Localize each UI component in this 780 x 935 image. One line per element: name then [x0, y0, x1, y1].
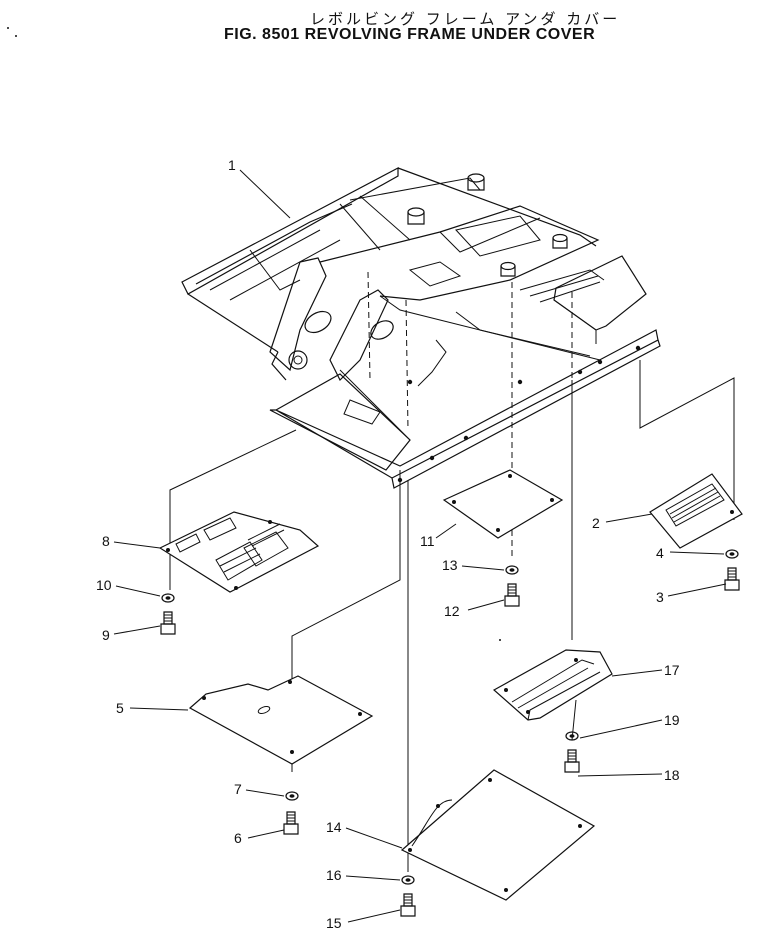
callout-15: 15: [326, 915, 342, 930]
callout-7: 7: [234, 781, 242, 797]
callout-5: 5: [116, 700, 124, 716]
callout-leaders: [113, 169, 727, 923]
callout-18: 18: [664, 767, 680, 783]
part-3-bolt: [724, 567, 740, 591]
title-japanese: レボルビング フレーム アンダ カバー: [310, 10, 621, 28]
part-16-washer: [401, 875, 415, 885]
part-11-cover-plate: [442, 469, 564, 539]
part-15-bolt: [400, 893, 416, 917]
part-4-washer: [725, 549, 739, 559]
callout-8: 8: [102, 533, 110, 549]
print-specks: [7, 27, 501, 641]
part-14-cover-plate: [400, 769, 596, 901]
part-7-washer: [285, 791, 299, 801]
part-9-bolt: [160, 611, 176, 635]
callout-1: 1: [228, 157, 236, 173]
callout-12: 12: [444, 603, 460, 619]
callout-3: 3: [656, 589, 664, 605]
callout-9: 9: [102, 627, 110, 643]
part-10-washer: [161, 593, 175, 603]
callout-13: 13: [442, 557, 458, 573]
assembly-guide-lines: [169, 271, 735, 872]
figure-title: FIG. 8501 REVOLVING FRAME UNDER COVER: [224, 26, 596, 43]
callout-labels: 1 2 3 4 5 6 7 8 9 10 11 12 13 14 15 16 1…: [96, 157, 680, 931]
part-5-cover-plate: [188, 675, 374, 765]
callout-11: 11: [420, 533, 435, 549]
part-17-cover: [492, 649, 613, 721]
callout-19: 19: [664, 712, 680, 728]
callout-17: 17: [664, 662, 680, 678]
part-12-bolt: [504, 583, 520, 607]
part-2-louvered-cover: [649, 473, 743, 549]
revolving-frame: [181, 167, 661, 489]
callout-16: 16: [326, 867, 342, 883]
part-13-washer: [505, 565, 519, 575]
part-18-bolt: [564, 749, 580, 773]
part-8-vented-cover: [158, 511, 320, 593]
callout-4: 4: [656, 545, 664, 561]
callout-6: 6: [234, 830, 242, 846]
callout-10: 10: [96, 577, 112, 593]
part-19-washer: [565, 731, 579, 741]
part-6-bolt: [283, 811, 299, 835]
callout-14: 14: [326, 819, 342, 835]
callout-2: 2: [592, 515, 600, 531]
